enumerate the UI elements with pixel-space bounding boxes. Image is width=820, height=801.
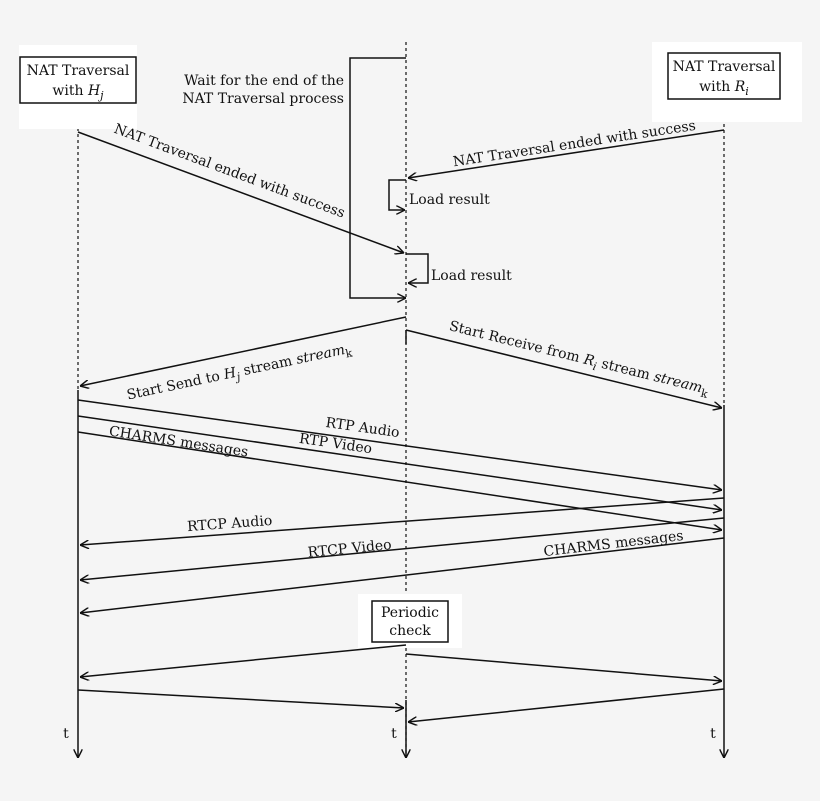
periodic-check-box: [371, 600, 449, 643]
wait-note-line1: Wait for the end of the: [184, 73, 344, 89]
participant-left-line1: NAT Traversal: [27, 63, 130, 79]
label-nat-success-left: NAT Traversal ended with success: [112, 121, 347, 221]
periodic-check: Periodic check: [358, 594, 462, 648]
arrow-periodic-to-left: [80, 644, 407, 677]
participant-right-box: [667, 52, 781, 100]
arrow-rtp-video: [77, 415, 722, 510]
arrow-periodic-to-right: [405, 653, 722, 681]
label-charms-left: CHARMS messages: [108, 424, 249, 461]
label-load-result-2: Load result: [431, 268, 512, 284]
arrow-nat-success-right: [408, 129, 725, 178]
arrow-rtp-audio: [77, 399, 722, 490]
self-loop-load-result-1: [388, 179, 406, 210]
arrow-start-receive: [405, 329, 722, 408]
wait-bracket: [349, 57, 406, 298]
arrow-start-send: [80, 316, 407, 386]
periodic-check-line2: check: [389, 623, 431, 639]
participant-left-box: [19, 56, 137, 104]
arrow-rtcp-video: [80, 517, 725, 580]
label-start-receive: Start Receive from Ri stream streamk: [447, 318, 711, 401]
arrow-charms-right: [80, 537, 725, 613]
participant-right-line2: with Ri: [699, 79, 749, 98]
arrow-right-to-middle: [408, 688, 725, 722]
arrow-left-to-middle: [77, 689, 404, 708]
label-rtcp-audio: RTCP Audio: [187, 513, 273, 535]
label-load-result-1: Load result: [409, 192, 490, 208]
participant-left: NAT Traversal with Hj: [19, 45, 137, 129]
wait-note-line2: NAT Traversal process: [182, 91, 344, 107]
label-rtcp-video: RTCP Video: [307, 537, 392, 561]
arrow-rtcp-audio: [80, 497, 725, 545]
label-nat-success-right: NAT Traversal ended with success: [452, 118, 697, 170]
time-label-left: t: [63, 726, 69, 742]
participant-left-line2: with Hj: [52, 83, 104, 102]
periodic-check-line1: Periodic: [381, 605, 439, 621]
time-label-right: t: [710, 726, 716, 742]
participant-right: NAT Traversal with Ri: [652, 42, 802, 122]
arrow-charms-left: [77, 431, 722, 530]
label-start-send: Start Send to Hj stream streamk: [125, 341, 354, 407]
time-label-middle: t: [391, 726, 397, 742]
participant-right-line1: NAT Traversal: [673, 59, 776, 75]
self-loop-load-result-2: [406, 253, 429, 283]
arrow-nat-success-left: [77, 131, 404, 253]
